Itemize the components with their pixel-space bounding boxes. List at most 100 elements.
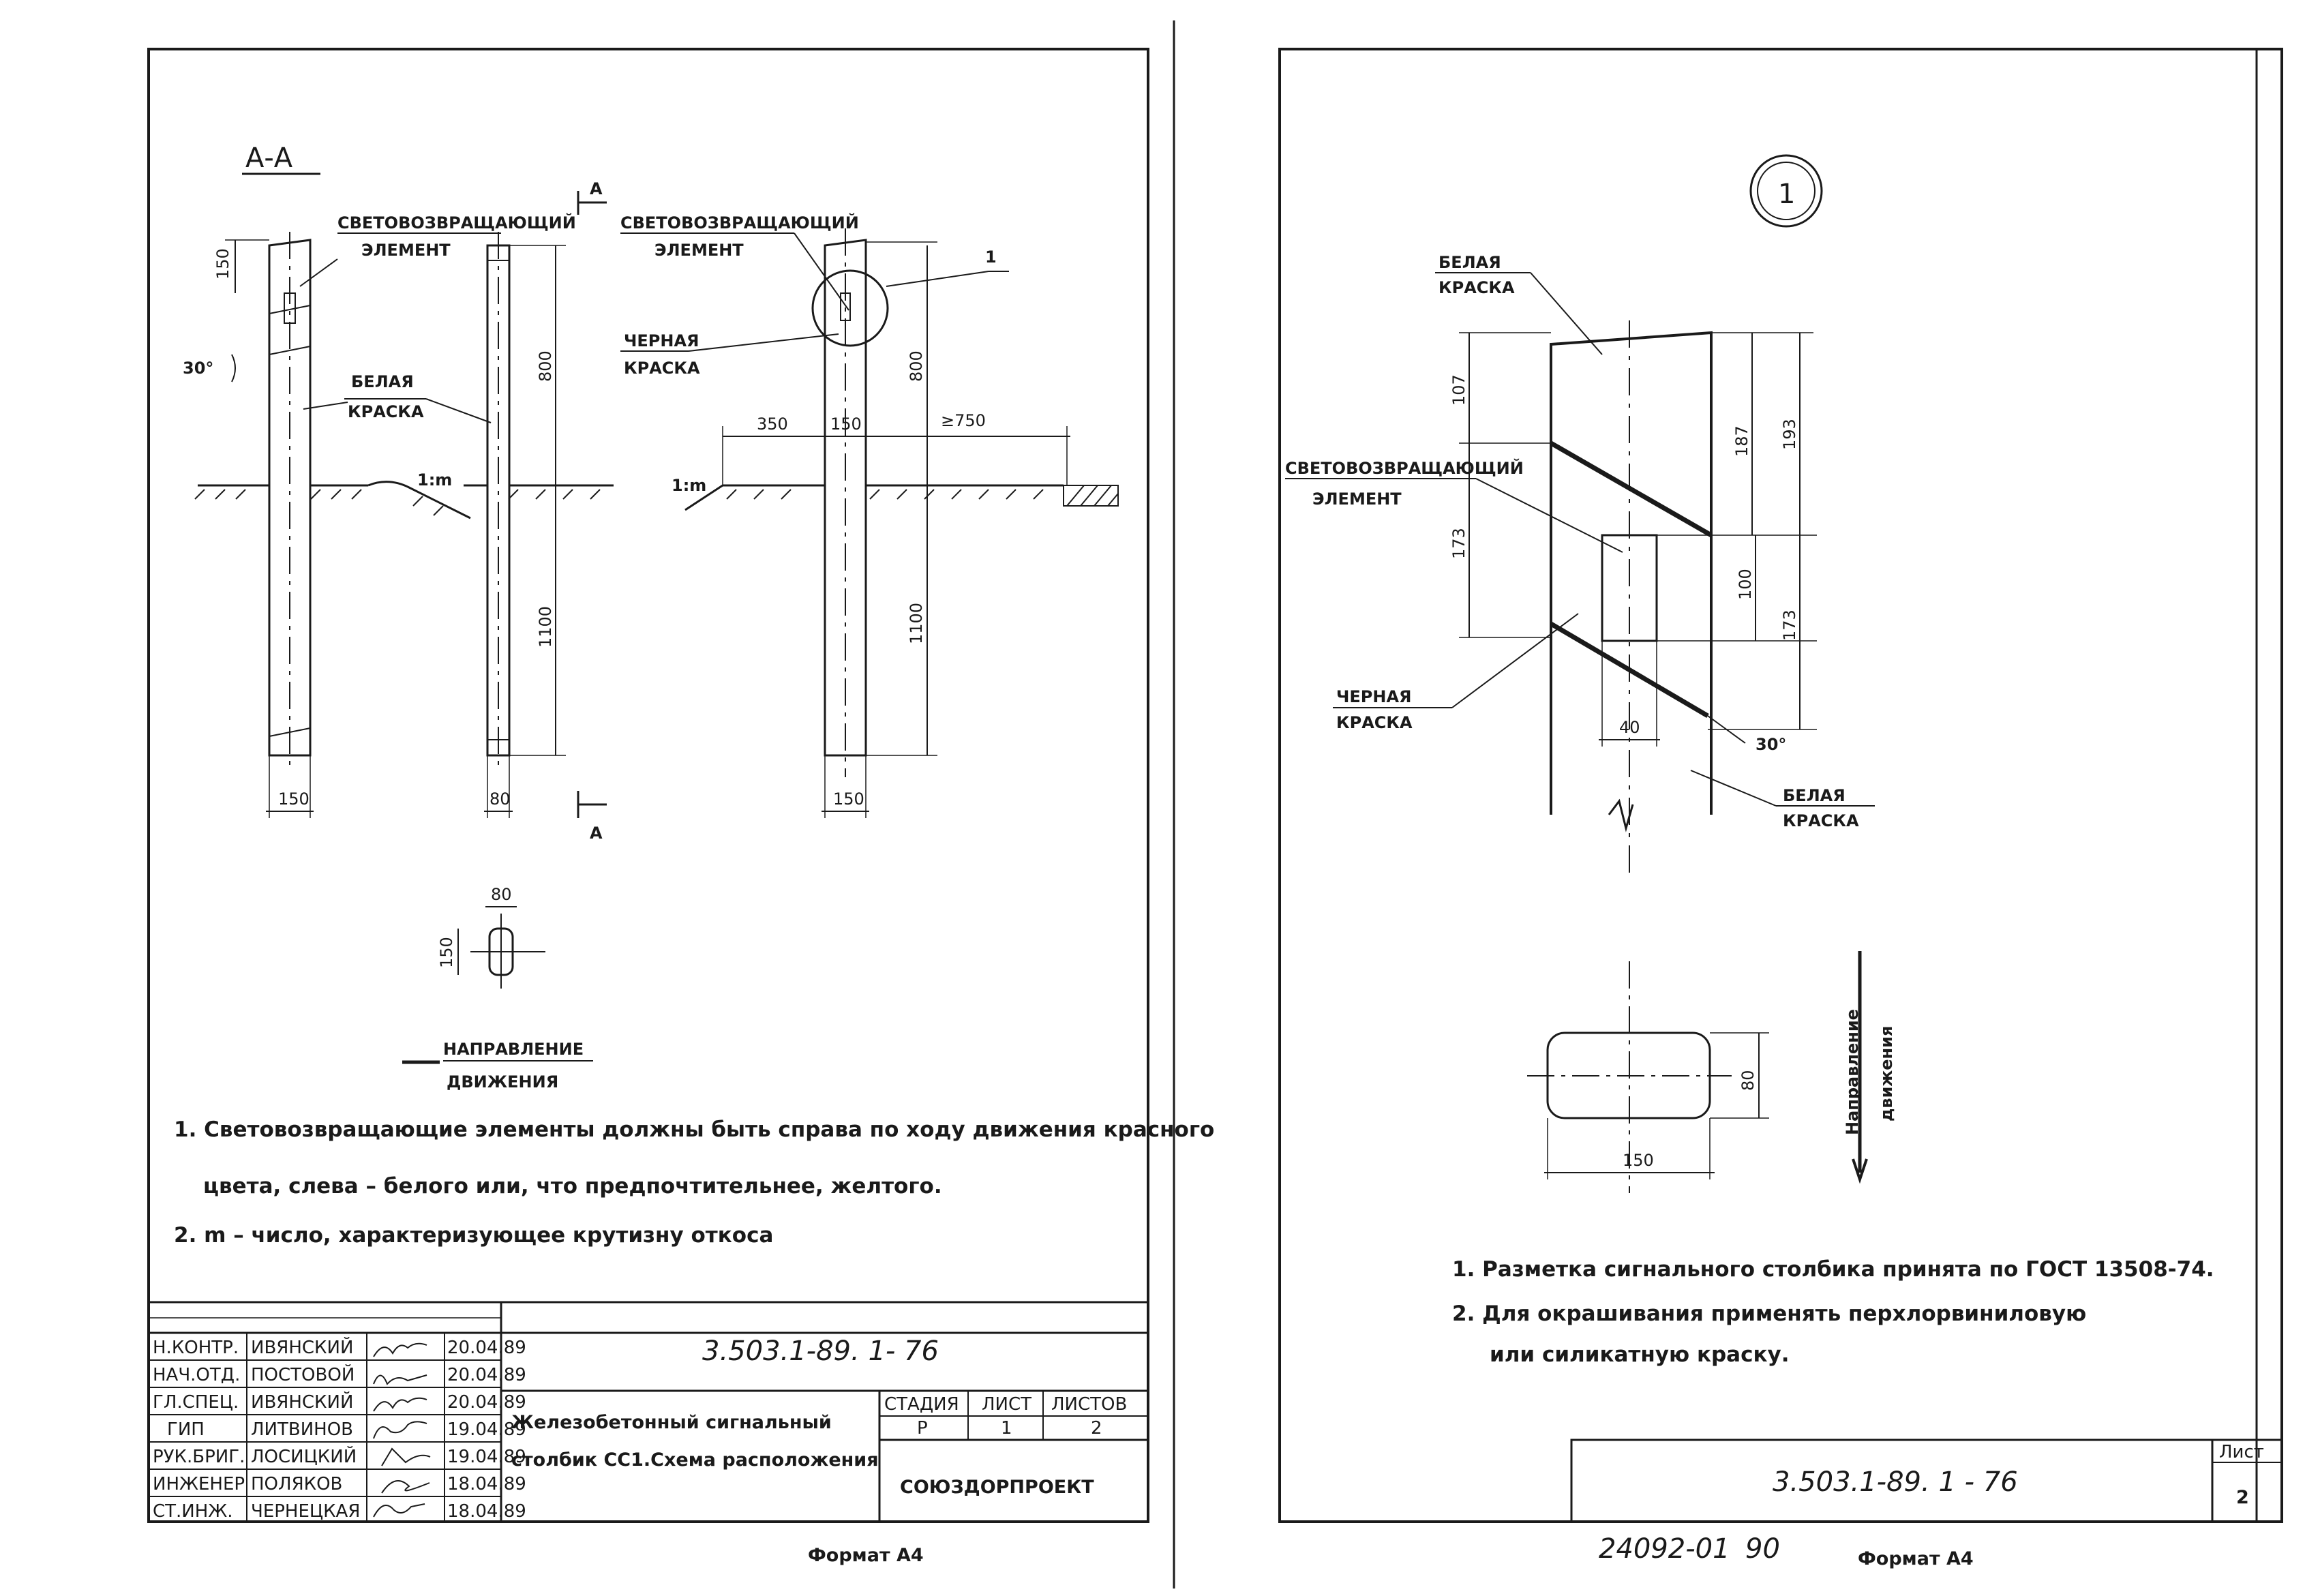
white-paint-bottom-1: БЕЛАЯ (1783, 786, 1846, 805)
cut-mark-bottom: А (590, 824, 603, 843)
cut-mark-top: А (590, 179, 603, 198)
dim-1100-side: 1100 (536, 606, 555, 648)
dim-173-left: 173 (1449, 528, 1468, 559)
dim-section-150: 150 (437, 937, 456, 968)
dim-width-150: 150 (278, 789, 310, 809)
stamp-role-6: ИНЖЕНЕР (153, 1474, 245, 1494)
sheet-value: 1 (1001, 1418, 1012, 1439)
stage-label: СТАДИЯ (884, 1394, 959, 1415)
black-paint-right-2: КРАСКА (1336, 713, 1413, 732)
right-frame (1278, 48, 2283, 1523)
stamp-role-7: СТ.ИНЖ. (153, 1501, 233, 1522)
dim-width-80: 80 (489, 789, 511, 809)
stamp-role-2: НАЧ.ОТД. (153, 1365, 240, 1385)
stamp-role-5: РУК.БРИГ. (153, 1447, 245, 1467)
reflective-label-right: СВЕТОВОЗВРАЩАЮЩИЙ (1285, 458, 1524, 478)
right-sheet-value: 2 (2236, 1487, 2249, 1508)
signature-1 (373, 1342, 427, 1357)
dim-100: 100 (1736, 569, 1755, 600)
slope-label-left: 1:m (417, 470, 452, 490)
slope-label-right: 1:m (672, 476, 706, 495)
direction-block-right: Направление движения (1843, 951, 1896, 1184)
angle-30-right: 30° (1756, 735, 1786, 754)
detail-callout-circle-inner (1757, 162, 1816, 220)
stamp-name-1: ИВЯНСКИЙ (251, 1336, 353, 1358)
left-org: СОЮЗДОРПРОЕКТ (900, 1477, 1094, 1498)
white-paint-top-2: КРАСКА (1438, 278, 1515, 297)
stamp-date-1: 20.04.89 (447, 1338, 526, 1358)
left-format: Формат А4 (808, 1545, 924, 1566)
element-label-2: ЭЛЕМЕНТ (654, 241, 744, 260)
stamp-date-6: 18.04.89 (447, 1474, 526, 1494)
stamp-name-7: ЧЕРНЕЦКАЯ (251, 1501, 360, 1522)
stamp-date-5: 19.04.89 (447, 1447, 526, 1467)
left-title-block: Н.КОНТР. НАЧ.ОТД. ГЛ.СПЕЦ. ГИП РУК.БРИГ.… (147, 1302, 1148, 1522)
sheets-value: 2 (1091, 1418, 1102, 1439)
white-paint-label-2: КРАСКА (348, 402, 424, 421)
direction-label-2: ДВИЖЕНИЯ (447, 1072, 558, 1091)
right-note-1: 1. Разметка сигнального столбика принята… (1452, 1257, 2214, 1282)
left-title-2: столбик СС1.Схема расположения (511, 1449, 879, 1471)
detail-callout-number: 1 (1778, 179, 1795, 210)
white-paint-label-1: БЕЛАЯ (351, 372, 414, 391)
left-sheet: А-А 150 30° 150 СВЕТОВОЗВ (147, 48, 1214, 1566)
stage-value: Р (917, 1418, 928, 1439)
stamp-name-5: ЛОСИЦКИЙ (251, 1445, 357, 1467)
element-label-1: ЭЛЕМЕНТ (361, 241, 451, 260)
dim-section-right-80: 80 (1738, 1070, 1758, 1091)
section-label: А-А (245, 142, 293, 174)
left-title-1: Железобетонный сигнальный (511, 1412, 832, 1433)
signature-2 (373, 1374, 427, 1385)
dim-193: 193 (1780, 419, 1799, 450)
reflective-label-2: СВЕТОВОЗВРАЩАЮЩИЙ (620, 213, 859, 232)
detail-callout-circle-outer (1749, 154, 1823, 228)
dim-173-right: 173 (1780, 609, 1799, 641)
stamp-role-3: ГЛ.СПЕЦ. (153, 1392, 239, 1413)
dim-section-80: 80 (491, 885, 512, 904)
black-paint-right-1: ЧЕРНАЯ (1336, 687, 1412, 706)
right-notes: 1. Разметка сигнального столбика принята… (1452, 1257, 2214, 1367)
black-paint-label-1: ЧЕРНАЯ (624, 331, 699, 350)
left-frame (147, 48, 1149, 1523)
angle-label: 30° (183, 359, 213, 378)
sheet-label: ЛИСТ (982, 1394, 1031, 1415)
right-title-block: 3.503.1-89. 1 - 76 Лист 2 (1570, 1439, 2283, 1523)
left-note-1-cont: цвета, слева – белого или, что предпочти… (203, 1174, 942, 1199)
archive-number-suffix: 90 (1745, 1533, 1780, 1565)
right-sheet: 1 107 173 187 (1278, 48, 2283, 1569)
right-format: Формат А4 (1858, 1548, 1974, 1569)
stamp-date-4: 19.04.89 (447, 1419, 526, 1440)
reflector-element (1601, 534, 1658, 642)
dim-800-side: 800 (536, 350, 555, 382)
stamp-name-4: ЛИТВИНОВ (251, 1419, 353, 1440)
stamp-role-1: Н.КОНТР. (153, 1338, 239, 1358)
dim-150-between: 150 (830, 415, 862, 434)
reflective-label-1: СВЕТОВОЗВРАЩАЮЩИЙ (337, 213, 576, 232)
stamp-date-3: 20.04.89 (447, 1392, 526, 1413)
dim-800-ditch: 800 (907, 350, 926, 382)
post-cross-section: 80 150 (437, 885, 545, 989)
signature-6 (381, 1480, 430, 1494)
section-cut-marks: А А (577, 179, 607, 843)
post-side-view: 800 1100 80 (464, 232, 614, 818)
white-paint-bottom-2: КРАСКА (1783, 811, 1859, 830)
dim-section-right-150: 150 (1623, 1151, 1654, 1170)
detail-circle (811, 269, 889, 347)
stamp-date-7: 18.04.89 (447, 1501, 526, 1522)
dim-width-150-ditch: 150 (833, 789, 864, 809)
dim-350: 350 (757, 415, 788, 434)
stamp-name-6: ПОЛЯКОВ (251, 1474, 342, 1494)
left-note-1: 1. Световозвращающие элементы должны быт… (174, 1117, 1214, 1142)
stamp-name-2: ПОСТОВОЙ (251, 1364, 355, 1385)
ground-left: 1:m (194, 470, 471, 520)
direction-block-left: НАПРАВЛЕНИЕ ДВИЖЕНИЯ (402, 1040, 593, 1091)
stamp-name-3: ИВЯНСКИЙ (251, 1391, 353, 1413)
dim-750: ≥750 (941, 411, 986, 430)
stamp-date-2: 20.04.89 (447, 1365, 526, 1385)
cross-section-right: 80 150 (1527, 961, 1769, 1193)
post-detail: 107 173 187 193 100 173 40 30° (1449, 320, 1817, 879)
dim-top-offset: 150 (213, 248, 232, 280)
dim-1100-ditch: 1100 (907, 603, 926, 644)
stamp-role-4: ГИП (167, 1419, 205, 1440)
